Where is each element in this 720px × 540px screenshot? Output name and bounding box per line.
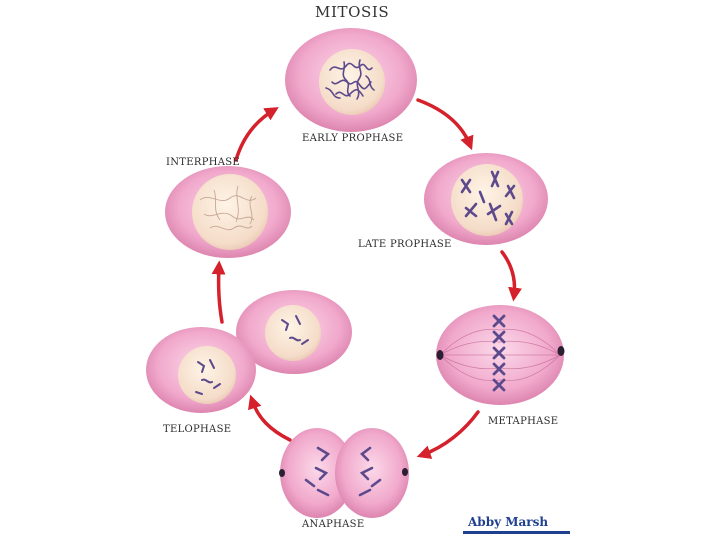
label-anaphase: ANAPHASE (302, 519, 364, 530)
early-prophase-cell (285, 28, 417, 132)
credit-underline (463, 531, 570, 534)
label-telophase: TELOPHASE (163, 424, 231, 435)
arrow-early-to-late (418, 100, 470, 145)
centriole-left (437, 350, 444, 360)
metaphase-cell (436, 305, 565, 405)
centriole-right (558, 346, 565, 356)
arrow-late-to-metaphase (502, 252, 515, 296)
label-metaphase: METAPHASE (488, 416, 558, 427)
anaphase-cell (279, 428, 409, 518)
interphase-cell (165, 166, 291, 258)
telophase-cells (146, 290, 352, 413)
centriole-left (279, 469, 285, 477)
centriole-right (402, 468, 408, 476)
label-interphase: INTERPHASE (166, 157, 240, 168)
label-late-prophase: LATE PROPHASE (358, 239, 452, 250)
arrow-metaphase-to-anaphase (422, 412, 478, 455)
cycle-arrows (219, 100, 515, 455)
arrow-interphase-to-early (236, 110, 274, 160)
diagram-title: MITOSIS (315, 3, 389, 21)
label-early-prophase: EARLY PROPHASE (302, 133, 403, 144)
arrow-anaphase-to-telophase (252, 400, 290, 440)
artist-credit: Abby Marsh (468, 515, 548, 529)
late-prophase-cell (424, 153, 548, 245)
arrow-telophase-to-interphase (219, 266, 222, 322)
